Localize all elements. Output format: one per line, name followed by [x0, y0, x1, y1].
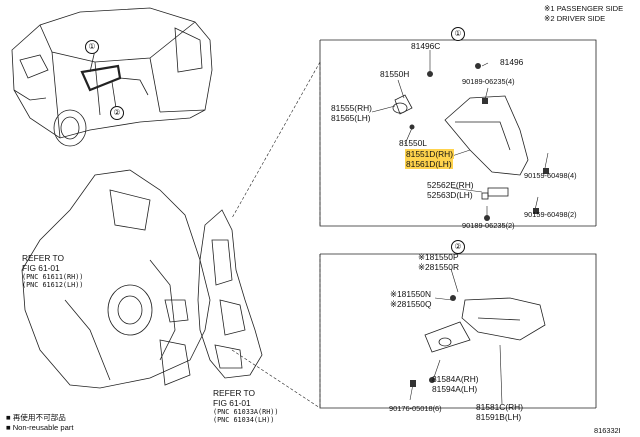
figure-id: 816332I	[594, 426, 621, 435]
label-90159-4: 90159-60498(4)	[524, 171, 577, 180]
car-outline	[11, 7, 213, 147]
label-90159-2: 90159-60498(2)	[524, 210, 577, 219]
label-81551d: 81551D(RH) 81561D(LH)	[405, 149, 455, 169]
label-81550l: 81550L	[399, 138, 427, 148]
label-90189-2: 90189-06235(2)	[462, 221, 515, 230]
label-90189-4: 90189-06235(4)	[462, 77, 515, 86]
label-81555: 81555(RH)81565(LH)	[331, 103, 372, 123]
group-2-marker: ②	[451, 240, 465, 254]
label-90176: 90176-05018(6)	[389, 404, 442, 413]
label-81496: 81496	[500, 57, 524, 67]
nonreuse-note-en: ■ Non-reusable part	[6, 423, 74, 432]
nonreuse-note-cn: ■ 再使用不可部品	[6, 413, 66, 422]
car-callout-1: ①	[85, 40, 99, 54]
group-1-marker: ①	[451, 27, 465, 41]
label-52562e: 52562E(RH)52563D(LH)	[427, 180, 474, 200]
quarter-panel	[21, 169, 211, 389]
legend-driver: ※2 DRIVER SIDE	[544, 14, 606, 23]
inner-panel	[197, 209, 263, 379]
lamp-assembly-2	[424, 297, 546, 353]
car-callout-2: ②	[110, 106, 124, 120]
label-81496c: 81496C	[411, 41, 441, 51]
refer-note-inner-panel: REFER TO FIG 61-01 (PNC 61033A(RH)) (PNC…	[213, 388, 279, 425]
label-81581c: 81581C(RH)81591B(LH)	[476, 402, 524, 422]
legend-passenger: ※1 PASSENGER SIDE	[544, 4, 624, 13]
refer-note-quarter-panel: REFER TO FIG 61-01 (PNC 61611(RH)) (PNC …	[22, 253, 84, 290]
combination-lamp-highlight	[80, 64, 122, 92]
lamp-assembly-1	[392, 94, 529, 200]
label-81550h: 81550H	[380, 69, 410, 79]
label-81550p: ※181550P※281550R	[418, 252, 460, 272]
label-81584a: 81584A(RH)81594A(LH)	[432, 374, 479, 394]
label-81550n: ※181550N※281550Q	[390, 289, 432, 309]
